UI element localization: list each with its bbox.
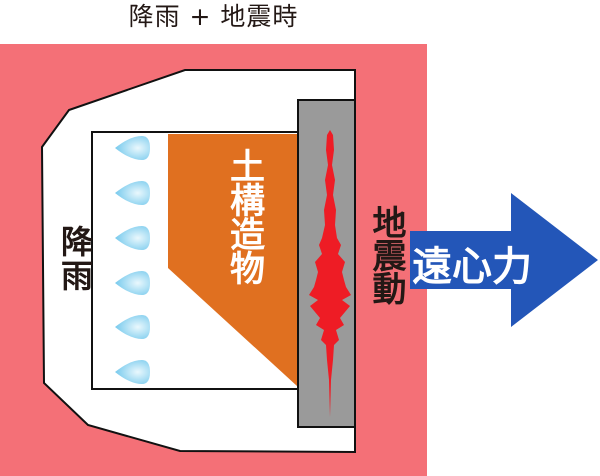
raindrops xyxy=(115,136,150,384)
seismic-trace xyxy=(309,130,351,417)
earthquake-motion-label: 地震動 xyxy=(366,205,406,304)
earth-structure xyxy=(168,134,297,386)
earth-structure-label: 土構造物 xyxy=(224,148,264,284)
centrifugal-force-arrow xyxy=(410,193,598,327)
raindrop-icon xyxy=(115,360,150,384)
raindrop-icon xyxy=(115,136,150,160)
rainfall-label: 降雨 xyxy=(56,225,94,293)
centrifugal-force-label: 遠心力 xyxy=(412,244,532,290)
raindrop-icon xyxy=(115,271,150,295)
raindrop-icon xyxy=(115,226,150,250)
diagram-title: 降雨 + 地震時 xyxy=(128,2,299,31)
raindrop-icon xyxy=(115,315,150,339)
raindrop-icon xyxy=(115,181,150,205)
